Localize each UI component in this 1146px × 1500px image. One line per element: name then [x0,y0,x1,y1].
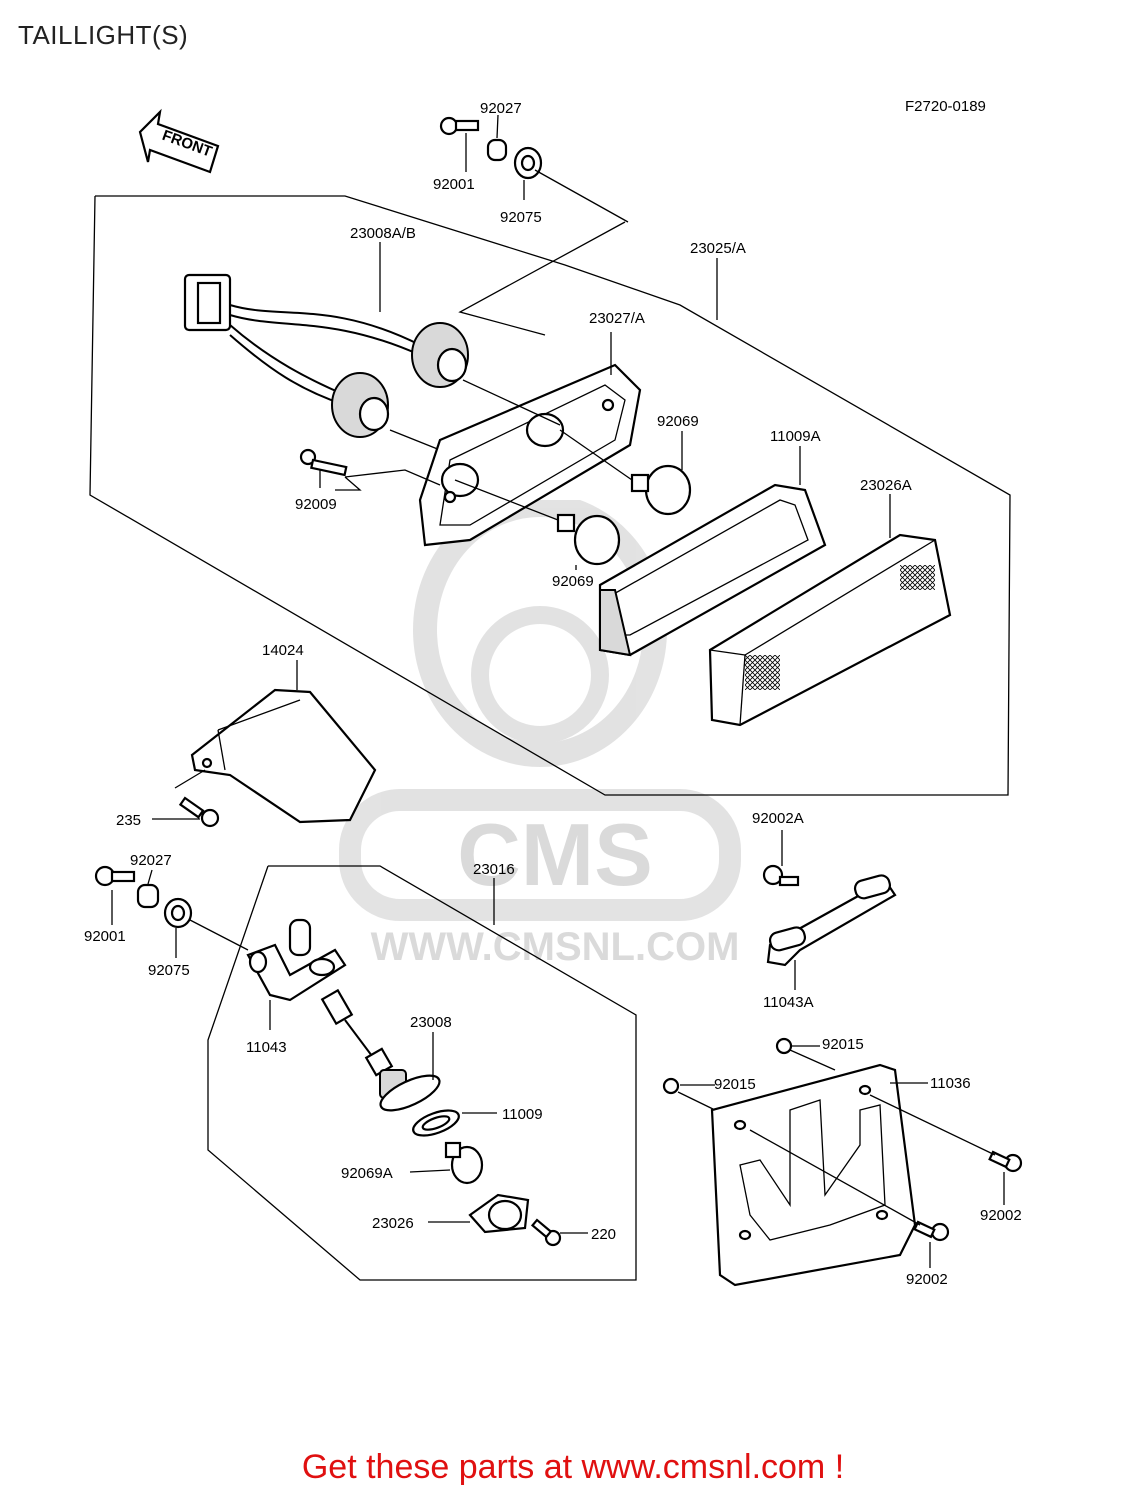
label-92069A: 92069A [341,1165,393,1182]
nut-92015-a [775,1037,793,1055]
screw-92002A [762,864,800,887]
label-14024: 14024 [262,642,304,659]
label-92027-bottom: 92027 [130,852,172,869]
label-23008: 23008 [410,1014,452,1031]
label-23016: 23016 [473,861,515,878]
screw-235 [178,796,220,828]
screw-92001-top [439,116,480,136]
label-92075-top: 92075 [500,209,542,226]
label-220: 220 [591,1226,616,1243]
drawing-code: F2720-0189 [905,98,986,115]
bulb-92069-right [630,464,692,516]
assembly-boundary-23016 [207,865,637,1281]
label-92069-right: 92069 [657,413,699,430]
bracket-11043A [766,874,897,967]
assembly-boundary-lens [458,221,626,336]
label-92002-b: 92002 [906,1271,948,1288]
bulb-92069A [444,1141,484,1185]
plate-bracket-11036 [710,1063,917,1287]
label-11009A: 11009A [770,428,821,445]
label-92002A: 92002A [752,810,804,827]
lens-23026A [708,533,952,727]
label-23026A: 23026A [860,477,912,494]
nut-92015-b [662,1077,680,1095]
label-23026: 23026 [372,1215,414,1232]
screw-220 [530,1218,562,1247]
label-92015-b: 92015 [714,1076,756,1093]
bulb-92069-left [556,513,621,566]
socket-23008 [320,988,441,1112]
label-11036: 11036 [930,1075,971,1092]
front-arrow-icon: FRONT [138,108,220,174]
collar-92027-bottom [136,883,160,909]
screw-92002-a [988,1150,1023,1173]
screw-92002-b [913,1220,950,1242]
label-92001-top: 92001 [433,176,475,193]
label-92027-top: 92027 [480,100,522,117]
assembly-boundary-main [89,195,1011,796]
page-title: TAILLIGHT(S) [18,20,189,50]
cover-14024 [190,688,377,824]
label-23025A: 23025/A [690,240,746,257]
label-92002-a: 92002 [980,1207,1022,1224]
label-92001-bottom: 92001 [84,928,126,945]
label-92015-a: 92015 [822,1036,864,1053]
label-92069-left: 92069 [552,573,594,590]
screw-92001-bottom [94,865,136,887]
gasket-11009A [598,483,827,657]
label-235: 235 [116,812,141,829]
label-23008AB: 23008A/B [350,225,416,242]
footer-promo-link[interactable]: Get these parts at www.cmsnl.com ! [301,1448,845,1486]
label-11043: 11043 [246,1039,287,1056]
grommet-92075-bottom [163,897,193,929]
wiring-harness-23008AB [183,273,469,438]
label-11009: 11009 [502,1106,543,1123]
lens-23026 [468,1193,530,1234]
screw-92009 [299,448,348,477]
label-92009: 92009 [295,496,337,513]
label-11043A: 11043A [763,994,814,1011]
bracket-11043 [246,918,347,1002]
label-23027A: 23027/A [589,310,645,327]
collar-92027-top [486,138,508,162]
grommet-92075-top [513,146,543,180]
label-92075-bottom: 92075 [148,962,190,979]
